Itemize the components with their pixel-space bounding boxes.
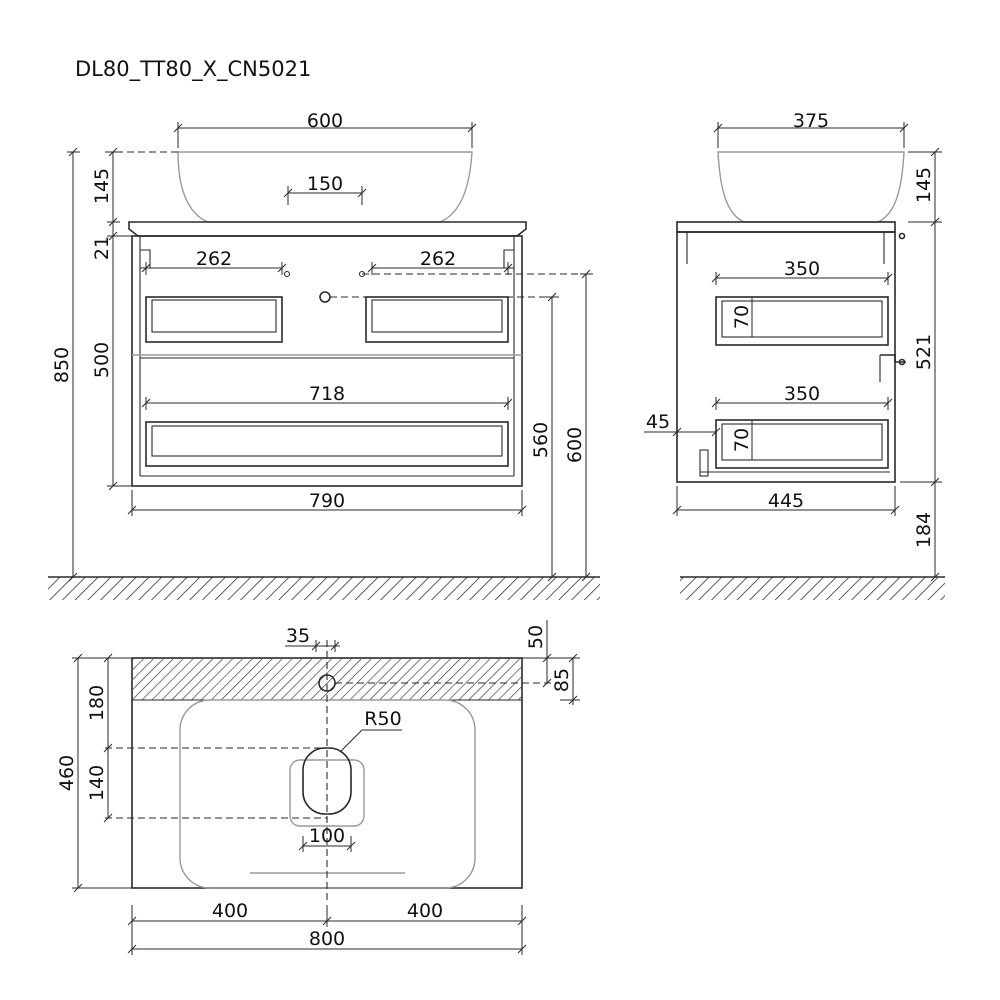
dim-cabinet-height-front: 500 (91, 342, 113, 378)
upper-drawer-side (715, 296, 889, 346)
dim-basin-depth: 375 (793, 110, 829, 132)
notch-right (503, 249, 514, 269)
dim-basin-height-side: 145 (913, 167, 935, 203)
dim-wall-gap: 45 (646, 411, 670, 433)
dim-drawer-depth-top: 350 (784, 258, 820, 280)
dim-drain-width: 100 (309, 825, 345, 847)
dim-drawer-depth-bottom: 350 (784, 383, 820, 405)
dim-drain-offset: 150 (307, 173, 343, 195)
drawing-title: DL80_TT80_X_CN5021 (75, 57, 311, 82)
fixing-hole-left (283, 270, 291, 278)
side-view: 375 350 70 350 70 45 445 145 521 1 (644, 110, 945, 600)
dim-total-width: 800 (309, 928, 345, 950)
drain-plate (289, 759, 365, 827)
dim-tap-edge: 50 (525, 625, 547, 649)
upper-drawer-side-inner (721, 300, 883, 338)
dim-top-depth: 460 (56, 755, 78, 791)
countertop-side (676, 221, 896, 233)
dim-drawer-height-top: 70 (731, 305, 753, 329)
top-view: 35 50 85 180 140 460 R50 100 400 400 (56, 620, 580, 955)
dim-cabinet-height-side: 521 (913, 334, 935, 370)
dim-inner-width: 718 (309, 383, 345, 405)
dim-top-thickness: 21 (91, 236, 113, 260)
cabinet-body-front (131, 235, 523, 487)
front-view: 600 150 262 262 718 790 145 21 (48, 110, 600, 600)
countertop-front (128, 221, 527, 237)
floor-hatch-side (680, 577, 945, 600)
dim-drawer-height-bottom: 70 (731, 428, 753, 452)
dim-back-zone: 180 (86, 685, 108, 721)
dim-radius: R50 (364, 708, 401, 730)
back-leg (699, 449, 709, 477)
upper-drawer-left (145, 296, 283, 343)
dim-pipe-height: 600 (564, 427, 586, 463)
dim-cabinet-depth: 445 (768, 490, 804, 512)
lower-drawer-inner (151, 425, 503, 457)
dim-basin-width: 600 (307, 110, 343, 132)
dim-tap-offset: 35 (286, 625, 310, 647)
drain-hole (302, 747, 352, 815)
drain-pipe-hole (319, 291, 331, 303)
dim-tap-center: 85 (551, 668, 573, 692)
dim-total-height: 850 (51, 347, 73, 383)
dim-drain-height: 560 (530, 422, 552, 458)
dim-basin-height-front: 145 (91, 168, 113, 204)
lower-drawer (145, 421, 509, 467)
floor-hatch-front (48, 577, 600, 600)
notch-left (140, 249, 151, 269)
lower-drawer-side (715, 419, 889, 469)
upper-drawer-right (365, 296, 509, 343)
dim-floor-clearance: 184 (913, 512, 935, 548)
upper-drawer-left-inner (151, 299, 277, 333)
wall-bracket (880, 354, 906, 363)
wall-anchor-top (898, 232, 906, 240)
upper-drawer-right-inner (371, 299, 503, 333)
wall-anchor-mid (898, 358, 906, 366)
dim-drain-from-back: 140 (86, 765, 108, 801)
vessel-basin-side (717, 151, 905, 223)
dim-half-left: 400 (212, 900, 248, 922)
dim-drawer-right: 262 (420, 248, 456, 270)
dim-half-right: 400 (407, 900, 443, 922)
lower-drawer-side-inner (721, 423, 883, 461)
dim-drawer-left: 262 (196, 248, 232, 270)
dim-cabinet-width: 790 (309, 490, 345, 512)
